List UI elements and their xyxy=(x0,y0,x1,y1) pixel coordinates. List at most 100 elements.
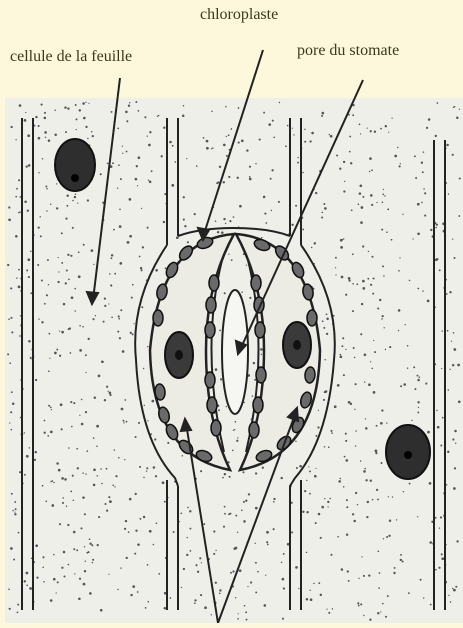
stipple-dot xyxy=(323,203,325,205)
stipple-dot xyxy=(89,538,91,540)
stipple-dot xyxy=(386,231,388,233)
stipple-dot xyxy=(365,418,366,419)
stipple-dot xyxy=(452,238,453,239)
stipple-dot xyxy=(48,139,51,142)
stipple-dot xyxy=(14,501,16,503)
chloroplast xyxy=(209,275,219,291)
stipple-dot xyxy=(58,257,59,258)
stipple-dot xyxy=(297,162,299,164)
stipple-dot xyxy=(255,163,256,164)
stipple-dot xyxy=(63,303,66,306)
stipple-dot xyxy=(397,147,398,148)
stipple-dot xyxy=(337,536,339,538)
stipple-dot xyxy=(399,165,401,167)
stipple-dot xyxy=(79,325,81,327)
stipple-dot xyxy=(239,205,242,208)
stipple-dot xyxy=(459,109,460,110)
stipple-dot xyxy=(381,409,383,411)
stipple-dot xyxy=(84,546,85,547)
stipple-dot xyxy=(330,554,332,556)
stipple-dot xyxy=(61,567,63,569)
stipple-dot xyxy=(8,588,10,590)
stipple-dot xyxy=(348,401,351,404)
stipple-dot xyxy=(9,362,11,364)
stipple-dot xyxy=(37,264,39,266)
stipple-dot xyxy=(338,480,341,483)
stipple-dot xyxy=(26,572,29,575)
stipple-dot xyxy=(88,551,90,553)
stipple-dot xyxy=(455,586,457,588)
stipple-dot xyxy=(38,318,39,319)
stipple-dot xyxy=(457,364,460,367)
stipple-dot xyxy=(109,394,111,396)
stipple-dot xyxy=(169,141,172,144)
stipple-dot xyxy=(437,426,440,429)
label-leaf-cell: cellule de la feuille xyxy=(10,48,132,66)
stipple-dot xyxy=(308,466,309,467)
stipple-dot xyxy=(340,354,342,356)
stipple-dot xyxy=(136,165,138,167)
stipple-dot xyxy=(327,506,328,507)
stipple-dot xyxy=(39,216,40,217)
stipple-dot xyxy=(425,383,427,385)
stipple-dot xyxy=(59,355,61,357)
stipple-dot xyxy=(335,257,337,259)
stipple-dot xyxy=(126,557,128,559)
stipple-dot xyxy=(68,564,70,566)
stipple-dot xyxy=(423,597,424,598)
stipple-dot xyxy=(125,520,127,522)
stipple-dot xyxy=(73,402,75,404)
stipple-dot xyxy=(370,194,373,197)
stipple-dot xyxy=(223,144,226,147)
stipple-dot xyxy=(93,264,94,265)
stipple-dot xyxy=(128,104,130,106)
stipple-dot xyxy=(189,528,191,530)
stipple-dot xyxy=(28,340,31,343)
stipple-dot xyxy=(323,399,325,401)
stipple-dot xyxy=(224,473,226,475)
stipple-dot xyxy=(309,493,311,495)
stipple-dot xyxy=(85,411,87,413)
stipple-dot xyxy=(429,482,432,485)
stipple-dot xyxy=(352,310,354,312)
stipple-dot xyxy=(378,587,380,589)
stipple-dot xyxy=(435,259,437,261)
stipple-dot xyxy=(417,375,419,377)
stipple-dot xyxy=(215,220,217,222)
stipple-dot xyxy=(65,218,67,220)
stipple-dot xyxy=(130,332,132,334)
stipple-dot xyxy=(306,598,309,601)
stipple-dot xyxy=(24,474,26,476)
stipple-dot xyxy=(70,352,72,354)
stipple-dot xyxy=(417,379,420,382)
stipple-dot xyxy=(265,575,266,576)
nucleus xyxy=(55,139,95,191)
stipple-dot xyxy=(219,166,221,168)
stipple-dot xyxy=(369,619,371,621)
stipple-dot xyxy=(93,468,96,471)
stipple-dot xyxy=(121,408,124,411)
stipple-dot xyxy=(54,134,57,137)
stipple-dot xyxy=(26,269,28,271)
stipple-dot xyxy=(11,429,13,431)
stipple-dot xyxy=(44,112,46,114)
stipple-dot xyxy=(73,500,75,502)
stipple-dot xyxy=(206,147,209,150)
stipple-dot xyxy=(260,348,263,351)
nucleolus xyxy=(175,350,183,360)
stipple-dot xyxy=(189,510,191,512)
stipple-dot xyxy=(27,134,30,137)
stipple-dot xyxy=(26,455,29,458)
stipple-dot xyxy=(377,498,379,500)
label-stoma-pore: pore du stomate xyxy=(297,42,399,60)
stipple-dot xyxy=(18,286,21,289)
stipple-dot xyxy=(235,515,237,517)
stipple-dot xyxy=(59,330,60,331)
stipple-dot xyxy=(138,110,140,112)
chloroplast xyxy=(249,422,259,438)
stipple-dot xyxy=(117,589,118,590)
stipple-dot xyxy=(220,378,222,380)
stipple-dot xyxy=(108,496,110,498)
stipple-dot xyxy=(81,399,83,401)
stipple-dot xyxy=(135,530,137,532)
